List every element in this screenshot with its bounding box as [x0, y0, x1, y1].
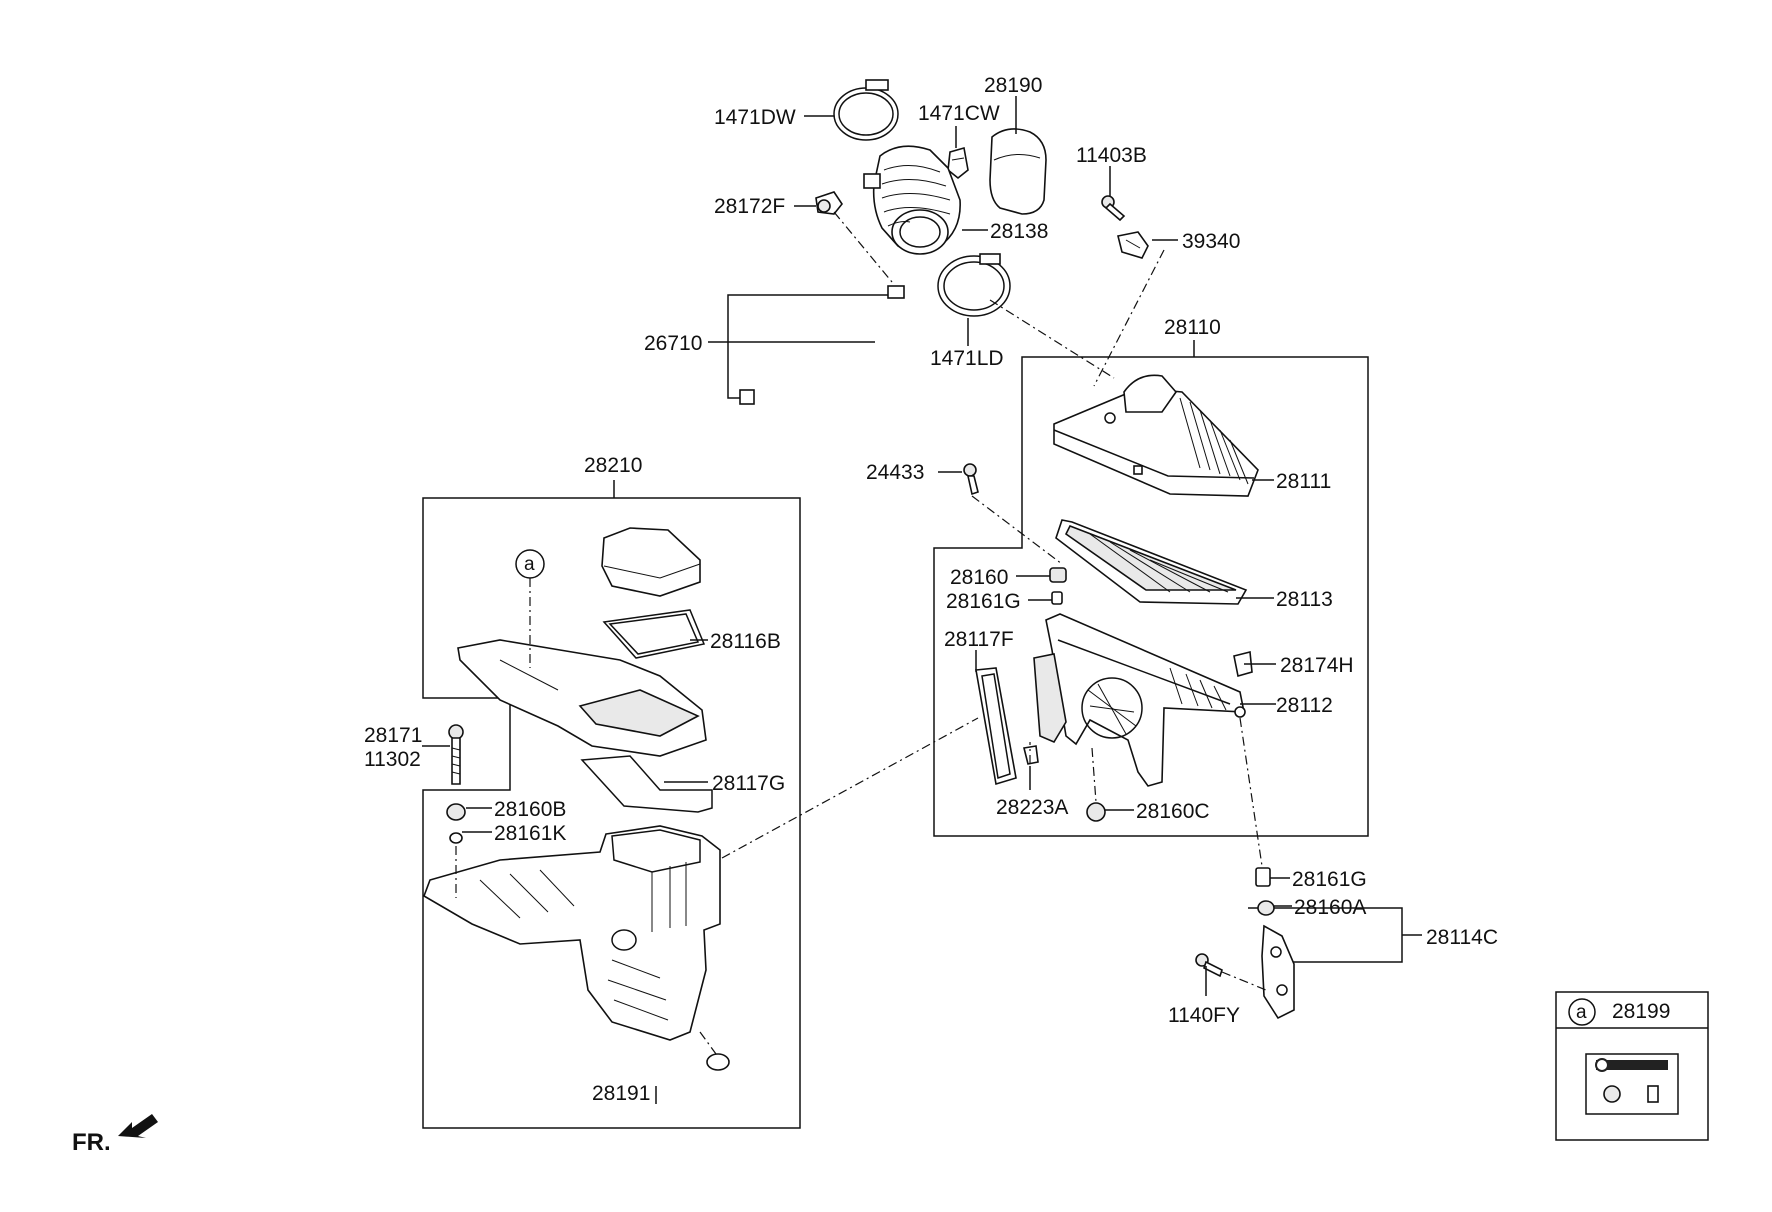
bolt-11403B-icon: [1101, 195, 1126, 222]
label-28161G-top: 28161G: [946, 590, 1021, 613]
label-28172F: 28172F: [714, 195, 785, 218]
align-line-28160C: [1091, 747, 1097, 803]
leader-lines: [422, 96, 1292, 1104]
callout-a-circle: [515, 549, 545, 579]
grommet-28160-icon: [1049, 567, 1067, 583]
sticker-logo-icon: [1595, 1058, 1609, 1072]
label-28116B: 28116B: [710, 630, 781, 653]
label-28161G-bot: 28161G: [1292, 868, 1367, 891]
clamp-1471LD-icon: [937, 253, 1011, 317]
fitting-28172F-icon: [815, 191, 843, 215]
front-arrow-icon: [118, 1114, 158, 1138]
align-line-1140FY: [1221, 971, 1267, 991]
lower-case-28112-icon: [1033, 613, 1246, 787]
clamp-1471DW-icon: [833, 79, 899, 141]
bracket-26710: [727, 294, 890, 399]
label-28112: 28112: [1276, 694, 1333, 717]
label-28138: 28138: [990, 220, 1048, 243]
align-line-breather: [833, 211, 893, 283]
bracket-28114C: [1248, 907, 1422, 963]
bolt-28171-icon: [448, 724, 464, 785]
drain-hose-28191-icon: [644, 1053, 730, 1116]
grommet-28160A-icon: [1257, 900, 1275, 916]
label-box-28199: [1555, 991, 1709, 1141]
align-line-24433: [971, 495, 1063, 565]
upper-cover-28111-icon: [1053, 374, 1259, 497]
label-28160A: 28160A: [1294, 896, 1366, 919]
sticker-bottle-icon: [1647, 1085, 1659, 1103]
label-28113: 28113: [1276, 588, 1333, 611]
sensor-39340-icon: [1117, 231, 1149, 259]
align-line-drain: [699, 1031, 717, 1055]
bracket-28114C-icon: [1261, 924, 1295, 1020]
clip-28223A-icon: [1023, 745, 1039, 765]
sticker-gauge-icon: [1603, 1085, 1621, 1103]
air-duct-upper-icon: [457, 639, 707, 757]
align-line-sensor-cover: [1093, 249, 1165, 387]
label-28171: 28171: [364, 724, 422, 747]
collar-28161K-icon: [449, 832, 463, 844]
label-28117F: 28117F: [944, 628, 1014, 651]
label-28160C: 28160C: [1136, 800, 1210, 823]
label-28199: 28199: [1612, 1000, 1670, 1023]
label-26710: 26710: [644, 332, 702, 355]
label-28160B: 28160B: [494, 798, 566, 821]
label-28223A: 28223A: [996, 796, 1068, 819]
collar-28161G-bot-icon: [1255, 867, 1271, 887]
callout-a-text-legend: a: [1576, 1002, 1587, 1023]
front-indicator-label: FR.: [72, 1129, 111, 1156]
gasket-28117G-icon: [580, 755, 713, 813]
group-box-28110: [933, 356, 1369, 837]
filter-28117F-icon: [975, 667, 1017, 786]
label-1471LD: 1471LD: [930, 347, 1004, 370]
bolt-24433-icon: [963, 463, 979, 496]
align-line-hose-cover: [989, 299, 1115, 379]
align-line-28161G: [1239, 717, 1263, 867]
duct-top-cover-icon: [601, 527, 701, 597]
label-28117G: 28117G: [712, 772, 785, 795]
label-28174H: 28174H: [1280, 654, 1354, 677]
filter-element-28113-icon: [1055, 519, 1248, 605]
label-28190: 28190: [984, 74, 1042, 97]
collar-28161G-top-icon: [1051, 591, 1063, 605]
label-28161K: 28161K: [494, 822, 566, 845]
sticker-header: [1596, 1060, 1668, 1070]
grommet-28160C-icon: [1086, 802, 1106, 822]
callout-a-circle-legend: [1568, 998, 1596, 1026]
lower-housing-icon: [423, 825, 721, 1041]
intake-hose-28138-icon: [863, 145, 961, 255]
label-39340: 39340: [1182, 230, 1240, 253]
gasket-28116B-icon: [602, 609, 706, 659]
label-28111: 28111: [1276, 470, 1331, 493]
label-28210: 28210: [584, 454, 642, 477]
clip-28174H-icon: [1233, 650, 1253, 678]
bolt-1140FY-icon: [1195, 953, 1223, 978]
breather-hose-26710-icon: [739, 285, 913, 405]
label-1140FY: 1140FY: [1168, 1004, 1240, 1027]
resonator-28190-icon: [989, 128, 1047, 215]
grommet-28160B-icon: [446, 803, 466, 821]
label-1471DW: 1471DW: [714, 106, 796, 129]
clip-1471CW-icon: [947, 146, 969, 180]
label-28191: 28191: [592, 1082, 650, 1105]
label-1471CW: 1471CW: [918, 102, 1000, 125]
group-box-28210: [422, 497, 801, 1129]
callout-a-text: a: [524, 554, 535, 575]
label-28160: 28160: [950, 566, 1008, 589]
label-24433: 24433: [866, 461, 924, 484]
sticker-panel: [1585, 1053, 1679, 1115]
label-11403B: 11403B: [1076, 144, 1147, 167]
label-28110: 28110: [1164, 316, 1221, 339]
label-11302: 11302: [364, 748, 421, 771]
label-28114C: 28114C: [1426, 926, 1498, 949]
